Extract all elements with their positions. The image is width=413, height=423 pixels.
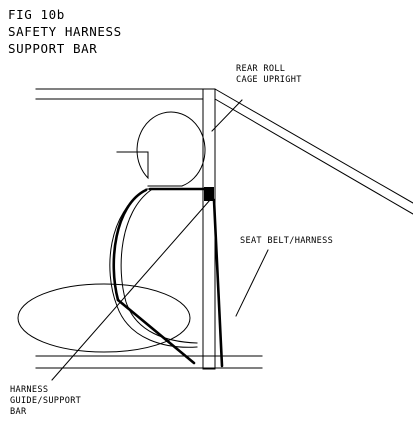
upright-label-line-1: REAR ROLL <box>236 64 285 74</box>
figure-title-line-2: SAFETY HARNESS <box>8 24 122 39</box>
figure-title-line-1: FIG 10b <box>8 7 65 22</box>
harness-guide-support-bar-label: HARNESS GUIDE/SUPPORT BAR <box>10 385 81 417</box>
shoulder-harness-strap <box>112 188 148 302</box>
seat-base <box>17 283 191 353</box>
figure-title: FIG 10b SAFETY HARNESS SUPPORT BAR <box>8 7 122 56</box>
top-roll-cage-rail <box>35 88 204 100</box>
guide-bar-label-line-2: GUIDE/SUPPORT <box>10 396 81 406</box>
rear-seat-belt-strap <box>212 198 224 368</box>
rear-roll-cage-upright <box>202 88 216 370</box>
rear-roll-cage-upright-label: REAR ROLL CAGE UPRIGHT <box>236 64 302 85</box>
seat-belt-leader-line <box>235 249 269 317</box>
guide-bar-label-line-3: BAR <box>10 407 27 417</box>
helmet-outline <box>116 111 206 187</box>
lap-belt-strap <box>116 298 196 365</box>
guide-bar-leader-line <box>51 199 211 381</box>
floor-rail <box>35 355 263 369</box>
rear-diagonal-brace <box>214 88 413 215</box>
torso-inner-outline <box>120 189 198 344</box>
seat-belt-label-line-1: SEAT BELT/HARNESS <box>240 236 333 246</box>
figure-title-line-3: SUPPORT BAR <box>8 41 97 56</box>
guide-bar-label-line-1: HARNESS <box>10 385 48 395</box>
harness-guide-support-bar <box>204 187 214 201</box>
seat-belt-harness-label: SEAT BELT/HARNESS <box>240 236 333 246</box>
upright-label-line-2: CAGE UPRIGHT <box>236 75 302 85</box>
upright-leader-line <box>211 99 243 132</box>
